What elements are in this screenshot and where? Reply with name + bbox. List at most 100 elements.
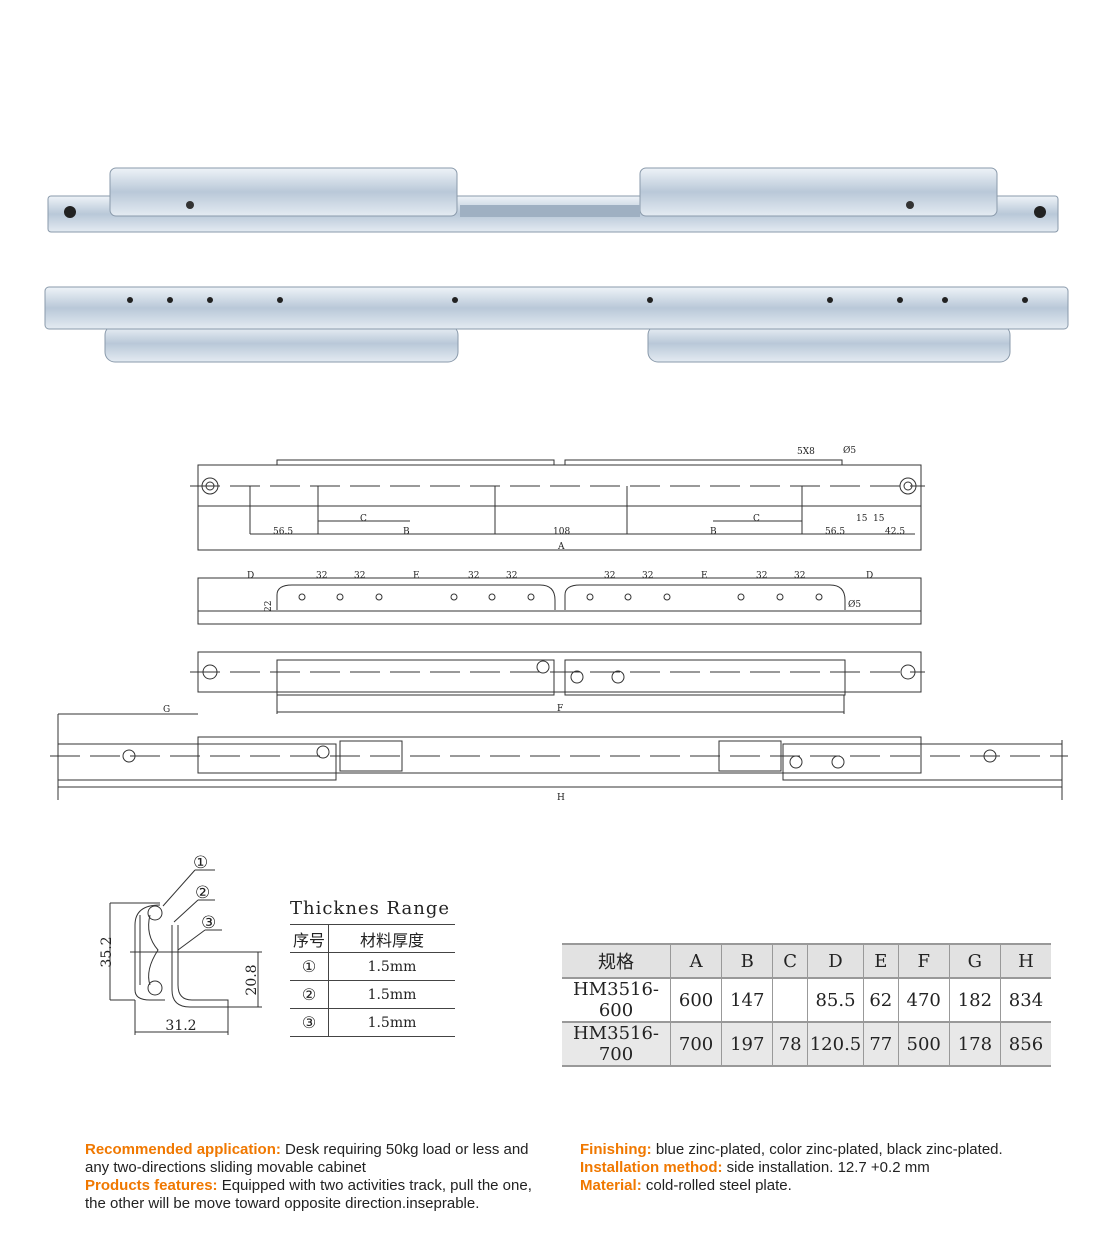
dim-label: C [360, 514, 367, 524]
finishing-label: Finishing: [580, 1141, 652, 1158]
installation-text: side installation. 12.7 +0.2 mm [722, 1159, 930, 1176]
header-cell: A [669, 944, 722, 978]
header-cell: G [948, 944, 1001, 978]
header-cell: E [862, 944, 899, 978]
description-left: Recommended application: Desk requiring … [85, 1141, 545, 1213]
dim-label: G [163, 705, 170, 715]
dim-label: 32 [756, 571, 767, 581]
header-cell: D [806, 944, 864, 978]
dim-label: C [753, 514, 760, 524]
cell: ② [290, 980, 329, 1009]
cell: 182 [948, 978, 1001, 1022]
header-cell: 序号 [290, 924, 329, 953]
closed-view-drawing [190, 651, 925, 714]
dim-label: Ø5 [843, 445, 856, 456]
cell: 834 [999, 978, 1051, 1022]
dim-label: 32 [468, 571, 479, 581]
cell: 500 [897, 1022, 950, 1066]
part-marker: ③ [201, 913, 216, 933]
cell: 62 [862, 978, 899, 1022]
cell: 77 [862, 1022, 899, 1066]
cell: 700 [669, 1022, 722, 1066]
dim-label: B [403, 527, 410, 537]
part-marker: ② [195, 883, 210, 903]
cell: 178 [948, 1022, 1001, 1066]
header-cell: B [721, 944, 773, 978]
dim-label: 56.5 [273, 527, 293, 537]
header-cell: 规格 [598, 952, 634, 973]
dim-label: F [557, 704, 563, 714]
header-cell: 材料厚度 [328, 924, 455, 953]
top-view-drawing [190, 459, 925, 551]
extended-view-drawing [50, 713, 1068, 800]
finishing-text: blue zinc-plated, color zinc-plated, bla… [651, 1141, 1003, 1158]
dim-label: Ø5 [848, 599, 861, 610]
dim-label: 108 [553, 527, 570, 537]
dim-label: 32 [354, 571, 365, 581]
dim-label: 15 [856, 514, 868, 524]
thickness-title: Thicknes Range [290, 898, 451, 919]
description-right: Finishing: blue zinc-plated, color zinc-… [580, 1141, 1040, 1195]
material-text: cold-rolled steel plate. [641, 1177, 792, 1194]
dim-label: D [866, 571, 873, 581]
dim-label: H [557, 793, 565, 803]
cell: 120.5 [806, 1022, 864, 1066]
cross-section-drawing [109, 869, 262, 1035]
dim-label: 35.2 [99, 936, 115, 967]
table-header-row: 规格 A B C D E F G H [562, 944, 1051, 978]
cell: 1.5mm [328, 980, 455, 1009]
header-cell: H [999, 944, 1051, 978]
dim-label: 32 [604, 571, 615, 581]
dim-label: E [413, 571, 420, 581]
slide-photo-closed [47, 167, 1059, 233]
slide-photo-open [44, 286, 1069, 363]
cell: HM3516-600 [572, 979, 660, 1021]
dim-label: 5X8 [797, 447, 815, 457]
cell: 78 [772, 1022, 808, 1066]
features-label: Products features: [85, 1177, 218, 1194]
dim-label: 15 [873, 514, 885, 524]
cell: 1.5mm [328, 952, 455, 981]
material-label: Material: [580, 1177, 642, 1194]
side-view-drawing [197, 577, 922, 625]
cell: HM3516-700 [572, 1023, 660, 1065]
dim-label: E [701, 571, 708, 581]
cell: 85.5 [806, 978, 864, 1022]
dim-label: 32 [794, 571, 805, 581]
header-cell: C [772, 944, 808, 978]
recommended-label: Recommended application: [85, 1141, 281, 1158]
dim-label: B [710, 527, 717, 537]
dim-label: 32 [642, 571, 653, 581]
cell: 470 [897, 978, 950, 1022]
cell: 197 [721, 1022, 773, 1066]
dim-label: D [247, 571, 254, 581]
header-cell: F [897, 944, 950, 978]
cell: 147 [721, 978, 773, 1022]
cell: 600 [669, 978, 722, 1022]
cell: 856 [999, 1022, 1051, 1066]
dim-label: 20.8 [244, 964, 260, 995]
cell: 1.5mm [328, 1008, 455, 1037]
dim-label: 32 [316, 571, 327, 581]
table-header-row: 序号材料厚度 [290, 924, 455, 953]
cell: ① [290, 952, 329, 981]
cell: ③ [290, 1008, 329, 1037]
dim-label: 31.2 [165, 1018, 196, 1034]
recommended-text: Desk requiring 50kg load or less and any… [85, 1141, 529, 1176]
dim-label: 42.5 [885, 527, 905, 537]
dim-label: 32 [506, 571, 517, 581]
dim-label: 56.5 [825, 527, 845, 537]
dim-label: 22 [264, 601, 274, 612]
part-marker: ① [193, 853, 208, 873]
installation-label: Installation method: [580, 1159, 723, 1176]
cell [772, 978, 808, 1022]
